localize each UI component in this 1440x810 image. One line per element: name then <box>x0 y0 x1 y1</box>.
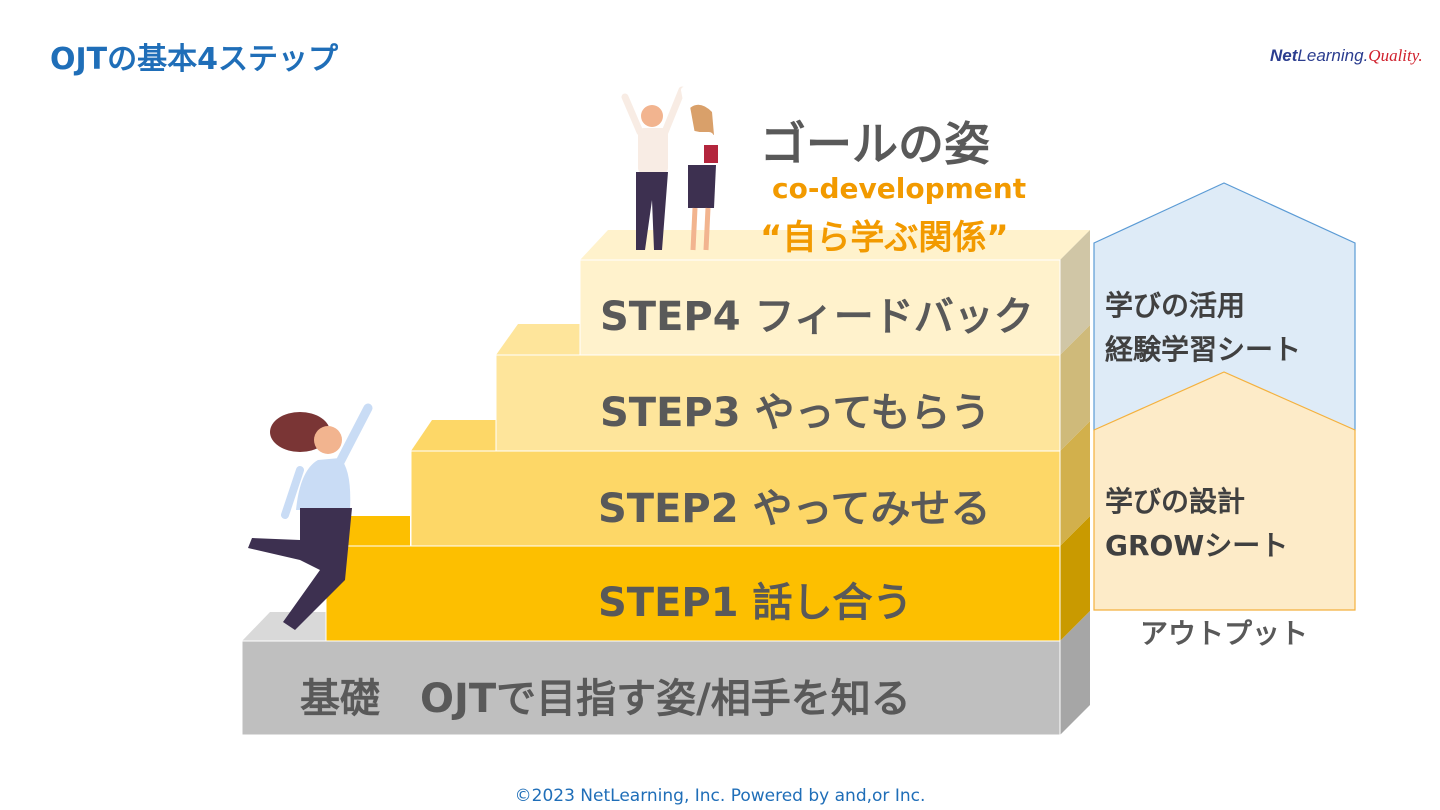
copyright-footer: ©2023 NetLearning, Inc. Powered by and,o… <box>514 786 926 806</box>
step-4 <box>579 259 1061 356</box>
celebrating-couple-illustration <box>621 86 718 251</box>
netlearning-logo: NetLearning.Quality. <box>1270 46 1423 65</box>
step-1-label: STEP1 話し合う <box>598 580 913 626</box>
step-1 <box>325 545 1061 642</box>
step-base <box>241 640 1061 736</box>
base-top <box>242 612 326 641</box>
page-title: OJTの基本4ステップ <box>50 42 339 77</box>
goal-subtitle: co-development <box>772 172 1027 205</box>
base-side <box>1060 611 1090 735</box>
step-4-label: STEP4 フィードバック <box>600 294 1034 340</box>
running-woman-illustration <box>248 403 373 630</box>
goal-relation: “自ら学ぶ関係” <box>760 218 1009 258</box>
base-label: 基礎 OJTで目指す姿/相手を知る <box>300 676 911 722</box>
output-upper-text: 学びの活用経験学習シート <box>1105 289 1302 366</box>
step-3-label: STEP3 やってもらう <box>600 390 991 436</box>
step-2-label: STEP2 やってみせる <box>598 486 991 532</box>
goal-title: ゴールの姿 <box>760 117 990 171</box>
step-2 <box>410 450 1061 547</box>
output-arrow-upper <box>1093 182 1356 431</box>
output-caption: アウトプット <box>1140 617 1309 650</box>
step-3 <box>495 354 1061 452</box>
output-arrow-lower <box>1093 371 1356 611</box>
